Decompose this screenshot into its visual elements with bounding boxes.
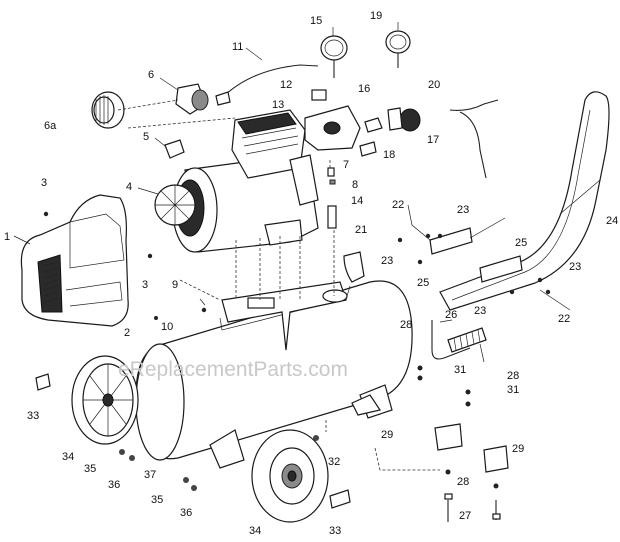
callout-29: 29 xyxy=(381,429,393,441)
callout-12: 12 xyxy=(280,79,292,91)
callout-14: 14 xyxy=(351,195,363,207)
callout-4: 4 xyxy=(126,181,132,193)
regulator-17 xyxy=(387,107,421,132)
callout-33: 33 xyxy=(329,525,341,537)
handle-part xyxy=(439,91,610,311)
callout-32: 32 xyxy=(328,456,340,468)
callout-25: 25 xyxy=(417,277,429,289)
callout-18: 18 xyxy=(383,149,395,161)
callout-13: 13 xyxy=(272,99,284,111)
valve-7-14 xyxy=(327,167,337,229)
callout-29: 29 xyxy=(512,443,524,455)
callout-21: 21 xyxy=(355,224,367,236)
callout-24: 24 xyxy=(606,215,618,227)
callout-3: 3 xyxy=(142,279,148,291)
callout-1: 1 xyxy=(4,231,10,243)
callout-31: 31 xyxy=(507,384,519,396)
callout-26: 26 xyxy=(445,309,457,321)
callout-34: 34 xyxy=(62,451,74,463)
callout-36: 36 xyxy=(108,479,120,491)
axle-bolts-33 xyxy=(35,373,351,509)
callout-15: 15 xyxy=(310,15,322,27)
fitting-18 xyxy=(359,141,377,157)
watermark-text: eReplacementParts.com xyxy=(118,358,348,381)
rubber-feet-29 xyxy=(434,423,509,473)
air-filter-6a xyxy=(91,91,125,129)
callout-23: 23 xyxy=(569,261,581,273)
callout-23: 23 xyxy=(381,255,393,267)
tank-part xyxy=(135,280,413,469)
callout-23: 23 xyxy=(457,204,469,216)
callouts: 1 2 3 3 4 5 6 6a 7 8 9 10 11 12 13 14 15… xyxy=(4,10,618,537)
tube-20 xyxy=(449,99,499,179)
callout-8: 8 xyxy=(352,179,358,191)
bolts-27 xyxy=(444,493,501,522)
callout-17: 17 xyxy=(427,134,439,146)
callout-27: 27 xyxy=(459,510,471,522)
handle-brackets-25 xyxy=(429,227,523,283)
callout-33: 33 xyxy=(27,410,39,422)
gauge-19 xyxy=(385,30,411,68)
wheel-left xyxy=(71,355,139,445)
callout-16: 16 xyxy=(358,83,370,95)
fan-part xyxy=(154,184,196,226)
callout-22: 22 xyxy=(392,199,404,211)
callout-6: 6 xyxy=(148,69,154,81)
callout-34: 34 xyxy=(249,525,261,537)
callout-9: 9 xyxy=(172,279,178,291)
wheel-right xyxy=(251,429,329,523)
callout-10: 10 xyxy=(161,321,173,333)
callout-6a: 6a xyxy=(44,120,57,132)
callout-28: 28 xyxy=(507,370,519,382)
fitting-5 xyxy=(164,139,185,159)
coupler-16 xyxy=(364,117,383,133)
callout-28: 28 xyxy=(400,319,412,331)
wire-11 xyxy=(215,64,319,106)
callout-37: 37 xyxy=(144,469,156,481)
callout-5: 5 xyxy=(143,131,149,143)
callout-28: 28 xyxy=(457,476,469,488)
callout-11: 11 xyxy=(232,41,243,53)
bracket-12 xyxy=(311,89,327,101)
callout-20: 20 xyxy=(428,79,440,91)
callout-23: 23 xyxy=(474,305,486,317)
manifold-13 xyxy=(304,105,361,151)
callout-35: 35 xyxy=(151,494,163,506)
assembly-lines xyxy=(117,99,440,471)
filter-housing-6 xyxy=(175,83,209,115)
shroud-part xyxy=(20,194,129,327)
gauge-15 xyxy=(320,35,348,78)
leader-lines xyxy=(13,22,601,363)
callout-22: 22 xyxy=(558,313,570,325)
fasteners xyxy=(43,211,551,491)
callout-3: 3 xyxy=(41,177,47,189)
callout-35: 35 xyxy=(84,463,96,475)
motor-pump-part xyxy=(154,109,319,253)
callout-7: 7 xyxy=(343,159,349,171)
elbow-21 xyxy=(343,251,365,283)
callout-31: 31 xyxy=(454,364,466,376)
hose-26 xyxy=(431,320,487,360)
callout-19: 19 xyxy=(370,10,382,22)
callout-25: 25 xyxy=(515,237,527,249)
callout-36: 36 xyxy=(180,507,192,519)
callout-2: 2 xyxy=(124,327,130,339)
